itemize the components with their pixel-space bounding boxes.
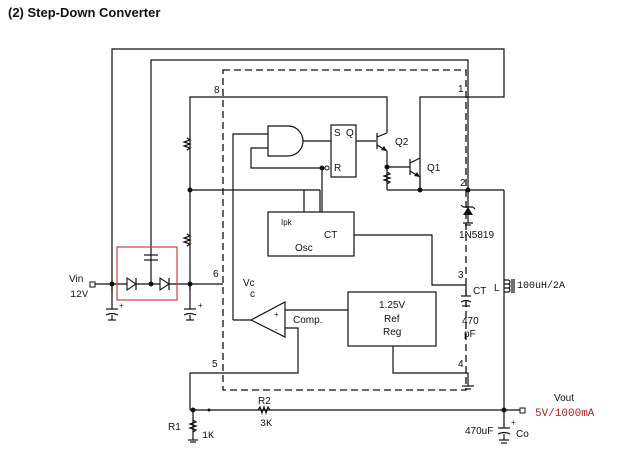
wire-q2-collector bbox=[223, 96, 388, 133]
reference-block bbox=[347, 291, 437, 347]
ff-r: R bbox=[334, 163, 341, 174]
wire-pin8 bbox=[189, 96, 223, 290]
wire-ct bbox=[354, 234, 466, 286]
vin-terminal bbox=[89, 281, 96, 288]
osc-ipk: Ipk bbox=[281, 218, 293, 227]
resistor-upper bbox=[182, 137, 192, 151]
wire-q1-collector bbox=[419, 96, 466, 190]
pin-3: 3 bbox=[458, 270, 464, 281]
ic-outline bbox=[222, 69, 467, 391]
inductor-label: L bbox=[494, 283, 500, 294]
highlight-box bbox=[116, 246, 178, 301]
inductor bbox=[504, 279, 511, 293]
resistor-lower bbox=[182, 233, 192, 247]
pin-6: 6 bbox=[213, 269, 219, 280]
vin-value: 12V bbox=[70, 290, 88, 301]
inductor-value: 100uH/2A bbox=[517, 280, 565, 292]
q2-label: Q2 bbox=[395, 137, 409, 148]
ff-q: Q bbox=[346, 128, 354, 139]
wire-inner-loop bbox=[150, 59, 469, 255]
resistor-q bbox=[382, 171, 392, 185]
pin-4: 4 bbox=[458, 359, 464, 370]
comparator-label: Comp. bbox=[293, 315, 322, 326]
comp-minus: - bbox=[275, 325, 278, 334]
co-value: 470uF bbox=[465, 426, 493, 437]
resistor-r1 bbox=[188, 419, 198, 433]
vcc-label: Vc bbox=[243, 278, 255, 289]
r1-value: 1K bbox=[202, 431, 214, 442]
vout-label: Vout bbox=[554, 393, 574, 404]
r1-label: R1 bbox=[168, 422, 181, 433]
pin-8: 8 bbox=[214, 85, 220, 96]
oscillator-block bbox=[267, 211, 355, 257]
ref-voltage: 1.25V bbox=[379, 300, 405, 311]
flip-flop bbox=[330, 124, 357, 178]
cvcc-plus: + bbox=[198, 301, 203, 310]
wire-and-in1 bbox=[232, 133, 268, 320]
vout-terminal bbox=[519, 407, 526, 414]
ct-label: CT bbox=[473, 286, 486, 297]
reg-label: Reg bbox=[383, 327, 401, 338]
r2-label: R2 bbox=[258, 396, 271, 407]
ref-label: Ref bbox=[384, 314, 400, 325]
cin-plus: + bbox=[119, 301, 124, 310]
resistor-r2 bbox=[257, 405, 271, 415]
vcc-label-2: c bbox=[250, 289, 255, 300]
wire-pin4 bbox=[392, 346, 469, 386]
diode-label: 1N5819 bbox=[459, 230, 494, 241]
vout-value: 5V/1000mA bbox=[535, 408, 595, 420]
ff-s: S bbox=[334, 128, 341, 139]
comparator bbox=[249, 301, 286, 338]
pin-2: 2 bbox=[460, 178, 466, 189]
r2-value: 3K bbox=[260, 419, 272, 430]
diagram-title: (2) Step-Down Converter bbox=[8, 5, 161, 20]
co-plus: + bbox=[511, 418, 516, 427]
wire-and-in2 bbox=[250, 147, 322, 169]
pin-5: 5 bbox=[212, 359, 218, 370]
pin-1: 1 bbox=[458, 84, 464, 95]
osc-name: Osc bbox=[295, 243, 313, 254]
comp-plus: + bbox=[274, 310, 279, 319]
ct-unit: pF bbox=[464, 329, 476, 340]
ct-value: 470 bbox=[462, 316, 479, 327]
vin-label: Vin bbox=[69, 274, 83, 285]
and-gate bbox=[267, 125, 304, 157]
wire-pin5 bbox=[189, 327, 299, 410]
co-label: Co bbox=[516, 429, 529, 440]
q1-label: Q1 bbox=[427, 163, 441, 174]
wire-outer-loop bbox=[111, 48, 505, 294]
osc-ct: CT bbox=[324, 230, 337, 241]
